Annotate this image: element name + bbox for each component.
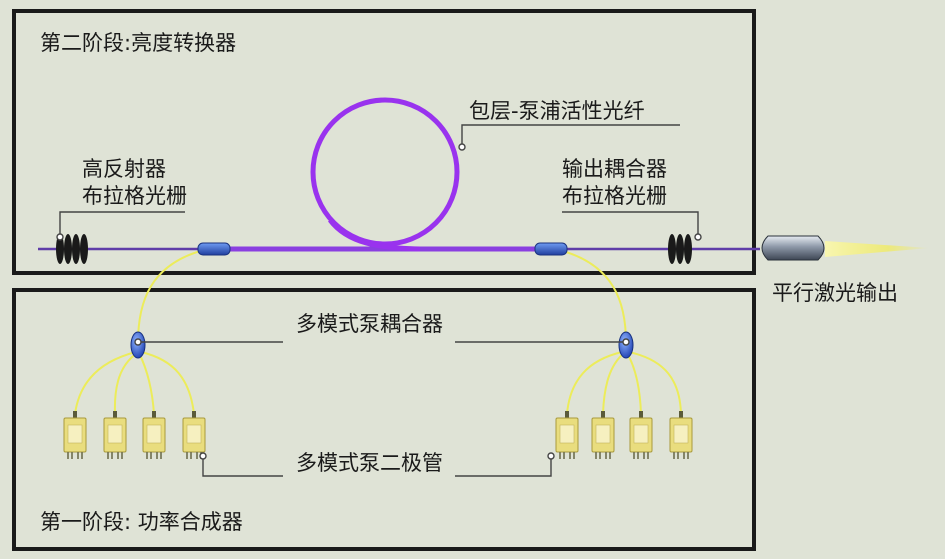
pump-diode-icon (591, 411, 615, 459)
laser-beam (825, 241, 930, 257)
output-nozzle-icon (761, 235, 825, 261)
oc-grating-label-line1: 输出耦合器 (562, 157, 667, 181)
stage1-frame (12, 288, 756, 551)
pump-combiner-label: 多模式泵耦合器 (296, 312, 443, 336)
pump-diode-icon (669, 411, 693, 459)
leader-lines (59, 124, 699, 477)
pump-diode-icon (103, 411, 127, 459)
pump-diode-icon (142, 411, 166, 459)
pump-diodes-label: 多模式泵二极管 (296, 451, 443, 475)
pump-fiber-left-up (137, 248, 209, 344)
pump-fiber-right-up (554, 248, 627, 344)
splice-left (197, 242, 231, 256)
stage2-title: 第二阶段:亮度转换器 (40, 31, 237, 55)
oc-grating-icon (668, 234, 692, 264)
pump-fibers-right (566, 351, 682, 415)
cladding-fiber-label: 包层-泵浦活性光纤 (469, 99, 645, 123)
pump-diode-icon (555, 411, 579, 459)
hr-grating-label-line2: 布拉格光栅 (82, 184, 187, 208)
pump-diode-icon (63, 411, 87, 459)
leader-dots (56, 143, 702, 460)
splice-right (534, 242, 568, 256)
pump-diode-icon (629, 411, 653, 459)
pump-diode-icon (182, 411, 206, 459)
fiber-coil-tail (328, 218, 421, 252)
hr-grating-label-line1: 高反射器 (82, 157, 166, 181)
output-label: 平行激光输出 (772, 281, 898, 305)
oc-grating-label-line2: 布拉格光栅 (562, 184, 667, 208)
hr-grating-icon (56, 234, 88, 264)
pump-fibers-left (74, 351, 195, 415)
stage1-title: 第一阶段: 功率合成器 (40, 510, 243, 534)
fiber-coil (310, 97, 460, 247)
stage2-frame (12, 9, 756, 275)
